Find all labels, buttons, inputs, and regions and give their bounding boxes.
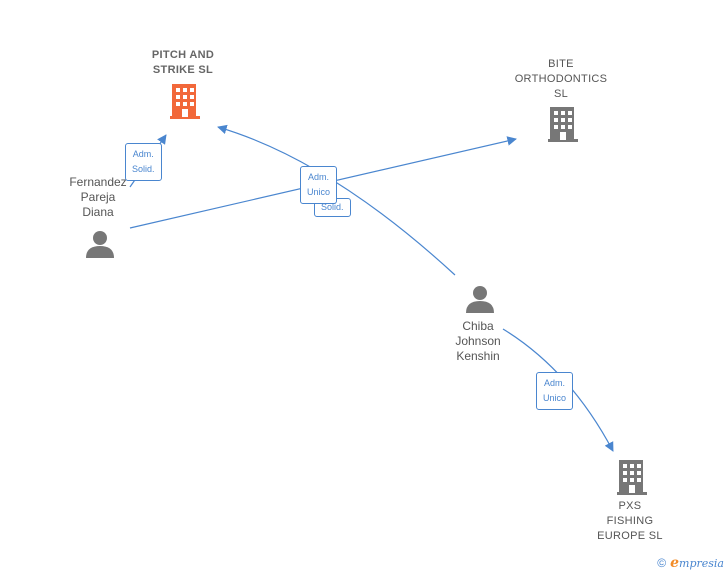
node-label-pitch-and-strike[interactable]: PITCH AND STRIKE SL — [151, 49, 215, 76]
building-icon[interactable] — [617, 460, 647, 495]
node-label-fernandez[interactable]: Fernandez Pareja Diana — [69, 175, 127, 219]
node-label-bite-orthodontics[interactable]: BITE ORTHODONTICS SL — [514, 58, 608, 100]
copyright-icon: © — [657, 556, 667, 570]
building-icon[interactable] — [170, 84, 200, 119]
node-label-pxs-fishing[interactable]: PXS FISHING EUROPE SL — [597, 500, 663, 542]
relation-label-adm-unico[interactable]: Adm. Unico — [300, 166, 338, 204]
relation-label-adm-unico[interactable]: Adm. Unico — [536, 372, 574, 410]
person-icon[interactable] — [466, 286, 494, 313]
brand-logo: empresia — [670, 555, 724, 571]
relation-label-adm-solid[interactable]: Adm. Solid. — [125, 143, 162, 181]
node-label-chiba[interactable]: Chiba Johnson Kenshin — [455, 319, 501, 363]
building-icon[interactable] — [548, 107, 578, 142]
footer-brand[interactable]: © empresia — [657, 555, 724, 571]
person-icon[interactable] — [86, 231, 114, 258]
